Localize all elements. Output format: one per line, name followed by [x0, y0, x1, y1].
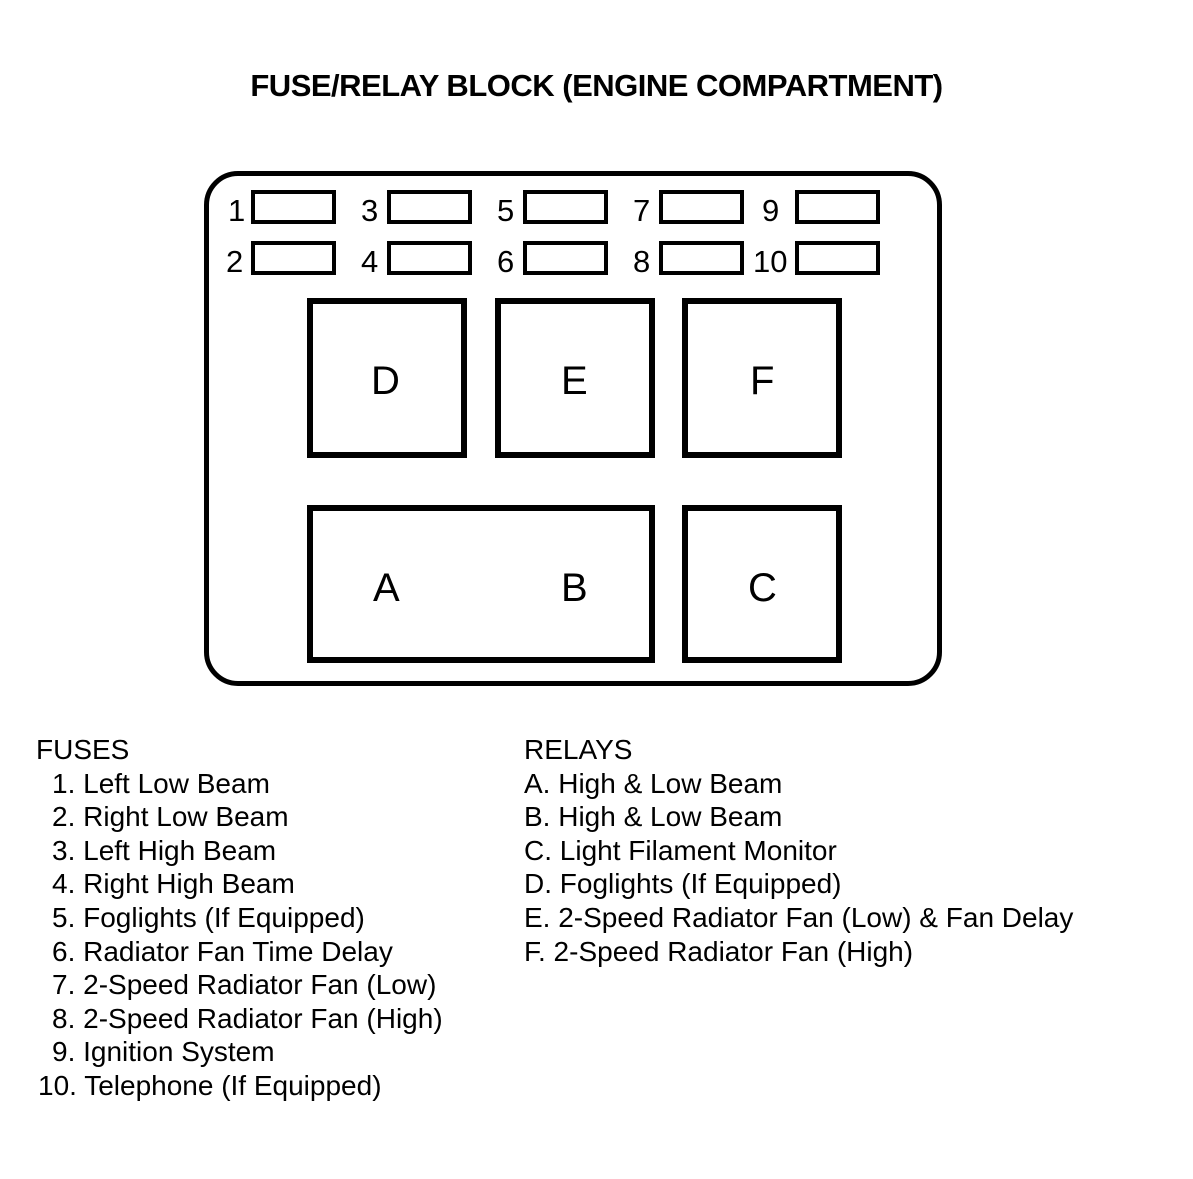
relays-legend: RELAYS A. High & Low Beam B. High & Low …	[524, 733, 1073, 968]
relay-legend-item: A. High & Low Beam	[524, 767, 783, 799]
fuse-number-9: 9	[762, 193, 780, 228]
relay-a-label: A	[373, 566, 400, 610]
fuse-number-1: 1	[228, 193, 246, 228]
fuse-number-8: 8	[633, 244, 651, 279]
fuses-heading: FUSES	[36, 734, 130, 765]
fuse-number-3: 3	[361, 193, 379, 228]
fuse-legend-item: 2. Right Low Beam	[52, 801, 289, 833]
fuse-legend-item: 7. 2-Speed Radiator Fan (Low)	[52, 969, 437, 1001]
fuses-legend: FUSES 1. Left Low Beam 2. Right Low Beam…	[36, 733, 443, 1103]
relay-c-label: C	[748, 566, 777, 610]
relay-f-label: F	[750, 359, 775, 403]
fuse-slot-1[interactable]	[251, 190, 336, 224]
fuse-number-5: 5	[497, 193, 515, 228]
fuse-legend-item: 10. Telephone (If Equipped)	[38, 1069, 382, 1101]
fuse-slot-9[interactable]	[795, 190, 880, 224]
fuse-number-7: 7	[633, 193, 651, 228]
fuse-legend-item: 4. Right High Beam	[52, 868, 295, 900]
fuse-slot-2[interactable]	[251, 241, 336, 275]
fuse-number-10: 10	[753, 244, 788, 279]
fuse-number-4: 4	[361, 244, 379, 279]
relays-heading: RELAYS	[524, 734, 633, 765]
relay-legend-item: C. Light Filament Monitor	[524, 834, 837, 866]
fuse-slot-10[interactable]	[795, 241, 880, 275]
fuse-slot-5[interactable]	[523, 190, 608, 224]
fuse-legend-item: 6. Radiator Fan Time Delay	[52, 935, 393, 967]
fuse-legend-item: 9. Ignition System	[52, 1036, 275, 1068]
fuse-relay-block	[204, 171, 942, 686]
diagram-title: FUSE/RELAY BLOCK (ENGINE COMPARTMENT)	[250, 68, 943, 103]
fuse-legend-item: 1. Left Low Beam	[52, 767, 270, 799]
relay-legend-item: E. 2-Speed Radiator Fan (Low) & Fan Dela…	[524, 901, 1074, 933]
relay-d[interactable]: D	[307, 298, 467, 458]
fuse-slot-7[interactable]	[659, 190, 744, 224]
fuse-slot-3[interactable]	[387, 190, 472, 224]
fuse-legend-item: 8. 2-Speed Radiator Fan (High)	[52, 1002, 443, 1034]
fuse-slot-8[interactable]	[659, 241, 744, 275]
relay-legend-item: D. Foglights (If Equipped)	[524, 868, 842, 900]
fuse-legend-item: 3. Left High Beam	[52, 834, 277, 866]
fuse-number-6: 6	[497, 244, 515, 279]
relay-a-b[interactable]: A B	[307, 505, 655, 663]
fuse-number-2: 2	[226, 244, 244, 279]
relay-d-label: D	[371, 359, 400, 403]
relay-c[interactable]: C	[682, 505, 842, 663]
relay-e[interactable]: E	[495, 298, 655, 458]
relay-e-label: E	[561, 359, 588, 403]
fuse-slot-4[interactable]	[387, 241, 472, 275]
relay-b-label: B	[561, 566, 588, 610]
relay-f[interactable]: F	[682, 298, 842, 458]
relay-legend-item: F. 2-Speed Radiator Fan (High)	[524, 935, 914, 967]
fuse-legend-item: 5. Foglights (If Equipped)	[52, 901, 365, 933]
relay-legend-item: B. High & Low Beam	[524, 801, 783, 833]
fuse-slot-6[interactable]	[523, 241, 608, 275]
